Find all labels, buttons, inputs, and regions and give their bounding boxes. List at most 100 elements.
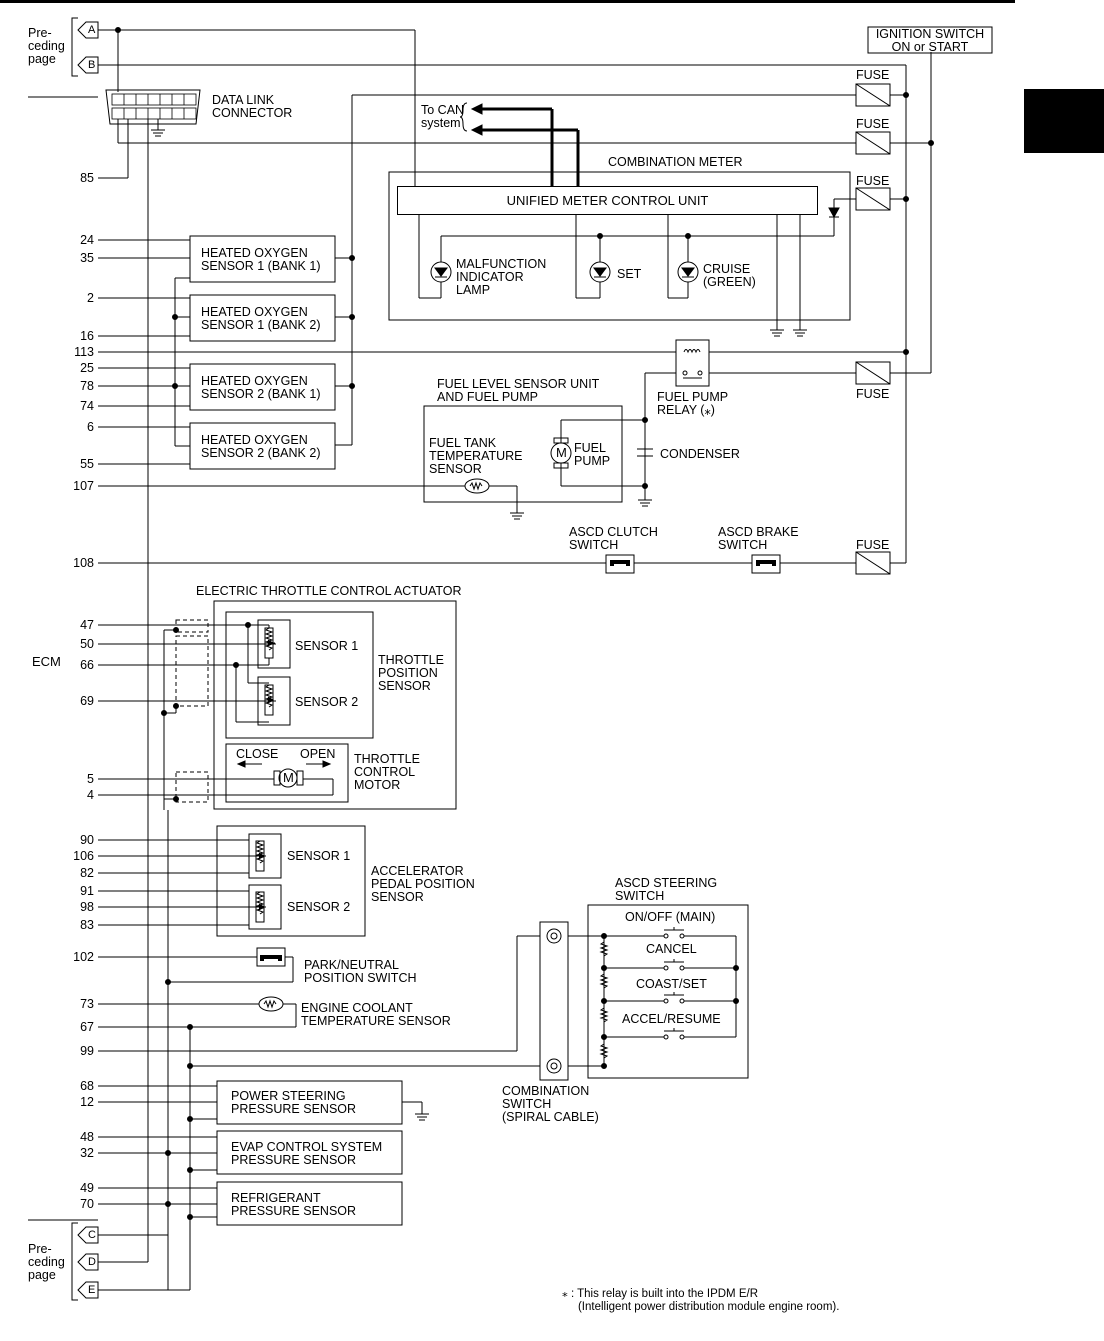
ho2s-b1-s1-label: HEATED OXYGEN SENSOR 1 (BANK 1) [201, 246, 321, 273]
cancel-label: CANCEL [646, 942, 697, 956]
pin-6: 6 [87, 420, 94, 434]
to-can-label: To CAN system [421, 103, 465, 130]
fuse-label-5: FUSE [856, 538, 890, 552]
fuse-label-3: FUSE [856, 174, 890, 188]
preceding-bracket-bottom [71, 1222, 78, 1301]
fuel-tank-temp-label: FUEL TANK TEMPERATURE SENSOR [429, 436, 523, 476]
connector-a-label: A [88, 24, 96, 36]
fuel-level-unit-label: FUEL LEVEL SENSOR UNIT AND FUEL PUMP [437, 377, 600, 404]
pin-25: 25 [80, 361, 94, 375]
pin-99: 99 [80, 1044, 94, 1058]
pin-85: 85 [80, 171, 94, 185]
tps-label: THROTTLE POSITION SENSOR [378, 653, 444, 693]
pin-5: 5 [87, 772, 94, 786]
pin-4: 4 [87, 788, 94, 802]
apps-sensor2-label: SENSOR 2 [287, 900, 351, 914]
ps-sensor-label: POWER STEERING PRESSURE SENSOR [231, 1089, 357, 1116]
data-link-connector-label: DATA LINK CONNECTOR [212, 93, 293, 120]
accel-resume-label: ACCEL/RESUME [622, 1012, 721, 1026]
combination-meter-box [388, 171, 851, 321]
etc-actuator-box [213, 600, 457, 810]
preceding-page-label-bottom: Pre- ceding page [28, 1242, 65, 1282]
tps-sensor2-label: SENSOR 2 [295, 695, 359, 709]
pin-113: 113 [74, 345, 94, 359]
apps-sensor1-label: SENSOR 1 [287, 849, 351, 863]
data-link-connector-shape [105, 89, 201, 125]
condenser-label: CONDENSER [660, 447, 740, 461]
on-off-label: ON/OFF (MAIN) [625, 910, 716, 924]
fuse-label-4: FUSE [856, 387, 890, 401]
section-tab-marker [1024, 89, 1104, 153]
set-lamp-label: SET [617, 267, 642, 281]
pin-68: 68 [80, 1079, 94, 1093]
top-rule [0, 0, 1015, 3]
pin-98: 98 [80, 900, 94, 914]
footnote: ⁎ : This relay is built into the IPDM E/… [562, 1288, 840, 1313]
pin-32: 32 [80, 1146, 94, 1160]
pin-49: 49 [80, 1181, 94, 1195]
preceding-bracket-top [71, 17, 78, 77]
pin-90: 90 [80, 833, 94, 847]
pin-70: 70 [80, 1197, 94, 1211]
pin-69: 69 [80, 694, 94, 708]
fuel-pump-motor-symbol: M [556, 445, 567, 460]
evap-sensor-label: EVAP CONTROL SYSTEM PRESSURE SENSOR [231, 1140, 383, 1167]
close-label: CLOSE [236, 747, 279, 761]
ignition-switch-box [867, 26, 993, 54]
apps-box [216, 825, 366, 937]
ho2s-b2-s1-label: HEATED OXYGEN SENSOR 1 (BANK 2) [201, 305, 321, 332]
tps-sensor1-label: SENSOR 1 [295, 639, 359, 653]
fuel-pump-label: FUEL PUMP [574, 441, 611, 468]
pin-50: 50 [80, 637, 94, 651]
ascd-clutch-label: ASCD CLUTCH SWITCH [569, 525, 658, 552]
fuel-pump-relay-box [675, 339, 710, 387]
pin-55: 55 [80, 457, 94, 471]
ascd-steering-box [587, 904, 749, 1079]
pin-73: 73 [80, 997, 94, 1011]
fuel-level-unit-box [423, 405, 623, 503]
combination-switch-label: COMBINATION SWITCH (SPIRAL CABLE) [502, 1084, 599, 1124]
pin-16: 16 [80, 329, 94, 343]
ect-sensor-label: ENGINE COOLANT TEMPERATURE SENSOR [301, 1001, 451, 1028]
pin-47: 47 [80, 618, 94, 632]
pin-35: 35 [80, 251, 94, 265]
fuse-label-1: FUSE [856, 68, 890, 82]
pin-67: 67 [80, 1020, 94, 1034]
preceding-page-label-top: Pre- ceding page [28, 26, 65, 66]
pin-108: 108 [73, 556, 94, 570]
etc-actuator-label: ELECTRIC THROTTLE CONTROL ACTUATOR [196, 584, 462, 598]
pin-83: 83 [80, 918, 94, 932]
pin-48: 48 [80, 1130, 94, 1144]
connector-c-label: C [88, 1229, 96, 1241]
throttle-motor-symbol: M [283, 770, 294, 785]
pin-2: 2 [87, 291, 94, 305]
apps-label: ACCELERATOR PEDAL POSITION SENSOR [371, 864, 475, 904]
cruise-lamp-label: CRUISE (GREEN) [703, 262, 756, 289]
pin-102: 102 [73, 950, 94, 964]
fuse-label-2: FUSE [856, 117, 890, 131]
unified-meter-control-unit: UNIFIED METER CONTROL UNIT [397, 186, 818, 215]
ascd-steering-label: ASCD STEERING SWITCH [615, 876, 718, 903]
throttle-motor-label: THROTTLE CONTROL MOTOR [354, 752, 420, 792]
pin-78: 78 [80, 379, 94, 393]
ho2s-b1-s2-label: HEATED OXYGEN SENSOR 2 (BANK 1) [201, 374, 321, 401]
ignition-switch-label: IGNITION SWITCH ON or START [875, 27, 985, 54]
pin-66: 66 [80, 658, 94, 672]
pin-82: 82 [80, 866, 94, 880]
pin-107: 107 [73, 479, 94, 493]
open-label: OPEN [300, 747, 336, 761]
pin-74: 74 [80, 399, 94, 413]
combination-meter-label: COMBINATION METER [608, 155, 743, 169]
coast-set-label: COAST/SET [636, 977, 707, 991]
park-neutral-label: PARK/NEUTRAL POSITION SWITCH [304, 958, 417, 985]
pin-106: 106 [73, 849, 94, 863]
pin-12: 12 [80, 1095, 94, 1109]
ecm-label: ECM [32, 654, 61, 669]
connector-b-label: B [88, 59, 96, 71]
ho2s-b2-s2-label: HEATED OXYGEN SENSOR 2 (BANK 2) [201, 433, 321, 460]
connector-e-label: E [88, 1284, 96, 1296]
mil-label: MALFUNCTION INDICATOR LAMP [456, 257, 547, 297]
fuel-pump-relay-label: FUEL PUMP RELAY (⁎) [657, 390, 729, 417]
